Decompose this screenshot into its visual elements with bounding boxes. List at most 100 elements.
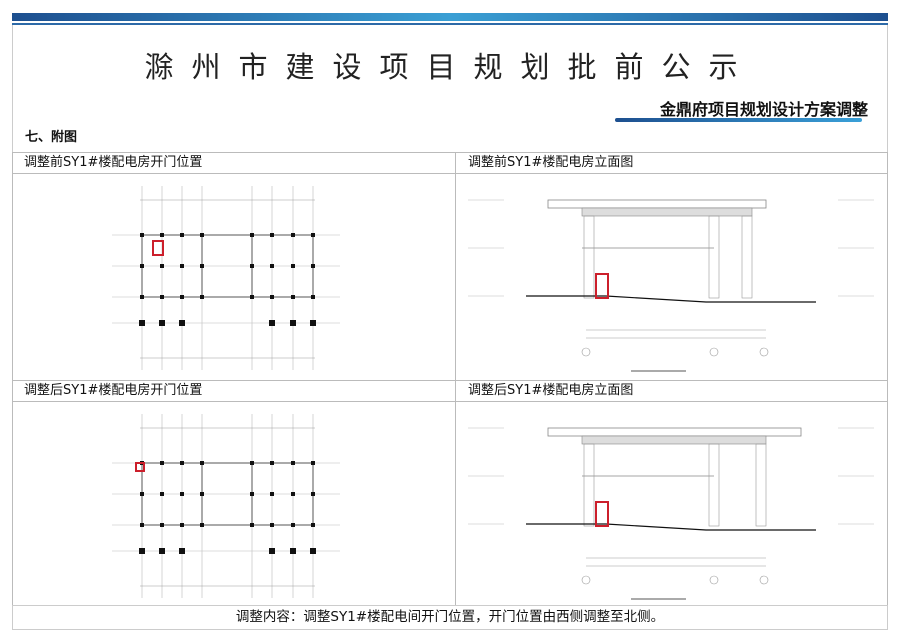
column bbox=[160, 233, 164, 237]
column bbox=[310, 548, 316, 554]
column bbox=[290, 548, 296, 554]
column bbox=[140, 295, 144, 299]
axis-bubble bbox=[709, 575, 719, 585]
frame-right bbox=[887, 25, 888, 153]
column bbox=[291, 492, 295, 496]
column bbox=[270, 492, 274, 496]
column bbox=[270, 295, 274, 299]
panel-label: 调整后SY1#楼配电房立面图 bbox=[468, 383, 634, 398]
column bbox=[160, 523, 164, 527]
axis-bubble bbox=[581, 347, 591, 357]
axis-bubble bbox=[581, 575, 591, 585]
column bbox=[200, 233, 204, 237]
roof-eave bbox=[547, 427, 802, 437]
adjustment-note: 调整内容：调整SY1#楼配电间开门位置，开门位置由西侧调整至北侧。 bbox=[12, 605, 888, 630]
roof-eave bbox=[547, 199, 767, 209]
header-top-bar bbox=[12, 13, 888, 21]
column bbox=[311, 233, 315, 237]
project-subtitle: 金鼎府项目规划设计方案调整 bbox=[659, 100, 868, 119]
column bbox=[291, 264, 295, 268]
column bbox=[291, 295, 295, 299]
door-highlight bbox=[595, 501, 609, 527]
column bbox=[583, 215, 595, 299]
column bbox=[180, 233, 184, 237]
column bbox=[180, 264, 184, 268]
door-highlight bbox=[135, 462, 145, 472]
column bbox=[311, 264, 315, 268]
door-highlight bbox=[152, 240, 164, 256]
axis-bubble bbox=[759, 575, 769, 585]
panel-header-before-elevation: 调整前SY1#楼配电房立面图 bbox=[456, 152, 888, 174]
column bbox=[180, 492, 184, 496]
column bbox=[270, 264, 274, 268]
column bbox=[583, 443, 595, 527]
column bbox=[179, 320, 185, 326]
panel-header-after-plan: 调整后SY1#楼配电房开门位置 bbox=[12, 380, 456, 402]
column bbox=[270, 233, 274, 237]
axis-bubble bbox=[709, 347, 719, 357]
column bbox=[160, 461, 164, 465]
column bbox=[310, 320, 316, 326]
column bbox=[708, 443, 720, 527]
roof-beam bbox=[581, 435, 767, 445]
section-heading: 七、附图 bbox=[25, 130, 78, 145]
panel-label: 调整前SY1#楼配电房立面图 bbox=[468, 155, 634, 170]
table-divider bbox=[455, 152, 456, 606]
column bbox=[200, 295, 204, 299]
column bbox=[741, 215, 753, 299]
column bbox=[160, 295, 164, 299]
column bbox=[291, 461, 295, 465]
panel-header-after-elevation: 调整后SY1#楼配电房立面图 bbox=[456, 380, 888, 402]
column bbox=[180, 295, 184, 299]
ground-line bbox=[526, 295, 816, 303]
column bbox=[140, 233, 144, 237]
column bbox=[250, 492, 254, 496]
frame-left bbox=[12, 25, 13, 153]
elevation-after bbox=[468, 427, 874, 600]
column bbox=[755, 443, 767, 527]
ground-line bbox=[526, 523, 816, 531]
column bbox=[139, 548, 145, 554]
page-title: 滁州市建设项目规划批前公示 bbox=[144, 50, 756, 84]
axis-bubble bbox=[759, 347, 769, 357]
panel-label: 调整后SY1#楼配电房开门位置 bbox=[24, 383, 203, 398]
column bbox=[180, 461, 184, 465]
column bbox=[250, 523, 254, 527]
column bbox=[250, 461, 254, 465]
column bbox=[250, 264, 254, 268]
panel-header-before-plan: 调整前SY1#楼配电房开门位置 bbox=[12, 152, 456, 174]
column bbox=[200, 523, 204, 527]
column bbox=[200, 461, 204, 465]
column bbox=[250, 295, 254, 299]
column bbox=[270, 523, 274, 527]
floor-plan-after bbox=[112, 414, 340, 598]
column bbox=[311, 461, 315, 465]
column bbox=[160, 264, 164, 268]
column bbox=[200, 264, 204, 268]
column bbox=[291, 233, 295, 237]
roof-beam bbox=[581, 207, 753, 217]
column bbox=[200, 492, 204, 496]
column bbox=[269, 548, 275, 554]
column bbox=[270, 461, 274, 465]
column bbox=[140, 523, 144, 527]
column bbox=[311, 295, 315, 299]
column bbox=[140, 264, 144, 268]
column bbox=[140, 492, 144, 496]
column bbox=[159, 320, 165, 326]
column bbox=[180, 523, 184, 527]
column bbox=[708, 215, 720, 299]
column bbox=[311, 492, 315, 496]
header-top-line bbox=[12, 23, 888, 25]
column bbox=[311, 523, 315, 527]
column bbox=[269, 320, 275, 326]
floor-plan-before bbox=[112, 186, 340, 370]
column bbox=[159, 548, 165, 554]
subtitle-underline bbox=[615, 118, 862, 122]
column bbox=[290, 320, 296, 326]
door-highlight bbox=[595, 273, 609, 299]
elevation-before bbox=[468, 199, 874, 372]
column bbox=[291, 523, 295, 527]
panel-label: 调整前SY1#楼配电房开门位置 bbox=[24, 155, 203, 170]
column bbox=[139, 320, 145, 326]
